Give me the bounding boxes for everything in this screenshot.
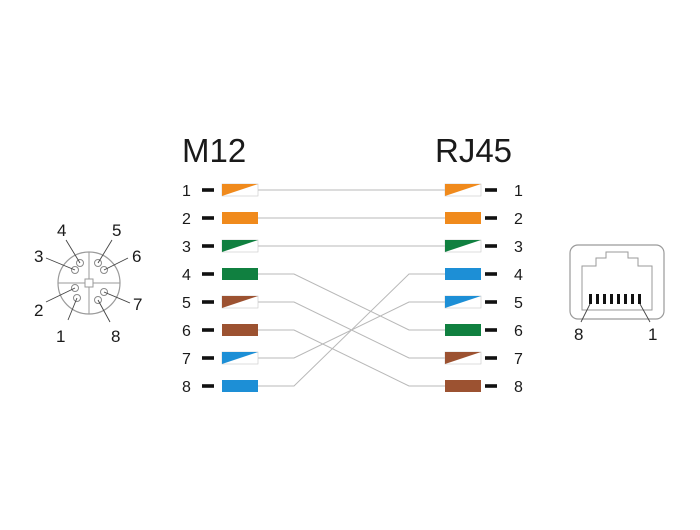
rj45-pin-color-blue xyxy=(445,268,481,280)
rj45-pin-row: 5 xyxy=(444,295,523,312)
m12-pin-row: 1 xyxy=(182,183,259,200)
rj45-pin-tick xyxy=(485,188,497,192)
rj45-pin-tick xyxy=(485,328,497,332)
rj45-pin-tick xyxy=(485,272,497,276)
m12-pin-tick xyxy=(202,216,214,220)
m12-pin-number: 2 xyxy=(182,211,191,228)
m12-face-label-6: 6 xyxy=(132,247,141,266)
m12-face-label-7: 7 xyxy=(133,295,142,314)
rj45-pin-tick xyxy=(485,384,497,388)
rj45-pin-row: 4 xyxy=(445,267,523,284)
m12-pin-color-green xyxy=(222,268,258,280)
rj45-pin-tick xyxy=(485,216,497,220)
rj45-pin-number: 3 xyxy=(514,239,523,256)
rj45-face-label-8: 8 xyxy=(574,325,583,344)
rj45-face-label-1: 1 xyxy=(648,325,657,344)
m12-pin-number: 5 xyxy=(182,295,191,312)
m12-pin-number: 8 xyxy=(182,379,191,396)
rj45-pin-number: 8 xyxy=(514,379,523,396)
m12-pin-tick xyxy=(202,188,214,192)
m12-face-label-4: 4 xyxy=(57,221,66,240)
m12-pin-number: 3 xyxy=(182,239,191,256)
m12-pin-color-blue-white xyxy=(221,351,259,365)
rj45-pin-row: 6 xyxy=(445,323,523,340)
rj45-pin-color-green xyxy=(445,324,481,336)
rj45-pin-color-brown-white xyxy=(444,351,482,365)
rj45-pin-number: 4 xyxy=(514,267,523,284)
rj45-pin-number: 6 xyxy=(514,323,523,340)
rj45-pin-number: 5 xyxy=(514,295,523,312)
m12-title: M12 xyxy=(182,132,246,169)
m12-pin-tick xyxy=(202,328,214,332)
rj45-pin-color-brown xyxy=(445,380,481,392)
m12-face-label-5: 5 xyxy=(112,221,121,240)
m12-pin-row: 7 xyxy=(182,351,259,368)
rj45-socket-icon: 8 1 xyxy=(569,244,665,344)
rj45-pin-number: 7 xyxy=(514,351,523,368)
m12-pin-color-orange xyxy=(222,212,258,224)
rj45-pin-row: 2 xyxy=(445,211,523,228)
wire-8-to-4 xyxy=(258,273,445,387)
rj45-pin-tick xyxy=(485,356,497,360)
m12-pin-color-brown-white xyxy=(221,295,259,309)
m12-pin-number: 7 xyxy=(182,351,191,368)
m12-pin-row: 8 xyxy=(182,379,258,396)
rj45-pin-color-blue-white xyxy=(444,295,482,309)
m12-face-label-8: 8 xyxy=(111,327,120,346)
m12-pin-tick xyxy=(202,300,214,304)
m12-pin-tick xyxy=(202,384,214,388)
m12-face-label-2: 2 xyxy=(34,301,43,320)
rj45-pin-number: 2 xyxy=(514,211,523,228)
rj45-pin-color-green-white xyxy=(444,239,482,253)
m12-pin-row: 6 xyxy=(182,323,258,340)
wires xyxy=(258,189,445,387)
rj45-pin-tick xyxy=(485,244,497,248)
m12-pin-row: 5 xyxy=(182,295,259,312)
rj45-pin-row: 7 xyxy=(444,351,523,368)
m12-pin-number: 1 xyxy=(182,183,191,200)
m12-pin-number: 4 xyxy=(182,267,191,284)
m12-pin-color-green-white xyxy=(221,239,259,253)
rj45-pin-row: 8 xyxy=(445,379,523,396)
m12-pin-list: 1 2 3 4 5 6 7 8 xyxy=(182,183,259,396)
rj45-pin-row: 1 xyxy=(444,183,523,200)
m12-face-label-1: 1 xyxy=(56,327,65,346)
m12-pin-tick xyxy=(202,244,214,248)
rj45-title: RJ45 xyxy=(435,132,512,169)
m12-pin-row: 2 xyxy=(182,211,258,228)
rj45-pin-number: 1 xyxy=(514,183,523,200)
m12-pin-color-blue xyxy=(222,380,258,392)
wire-4-to-6 xyxy=(258,273,445,331)
m12-connector-face-icon: 1 2 3 4 5 6 7 8 xyxy=(34,221,142,346)
m12-pin-tick xyxy=(202,272,214,276)
m12-pin-color-orange-white xyxy=(221,183,259,197)
rj45-pin-list: 1 2 3 4 5 6 7 8 xyxy=(444,183,523,396)
m12-pin-tick xyxy=(202,356,214,360)
rj45-pin-color-orange xyxy=(445,212,481,224)
m12-pin-row: 3 xyxy=(182,239,259,256)
m12-pin-color-brown xyxy=(222,324,258,336)
rj45-pin-row: 3 xyxy=(444,239,523,256)
wire-6-to-8 xyxy=(258,329,445,387)
m12-face-label-3: 3 xyxy=(34,247,43,266)
rj45-pin-color-orange-white xyxy=(444,183,482,197)
rj45-pin-tick xyxy=(485,300,497,304)
m12-pin-number: 6 xyxy=(182,323,191,340)
m12-pin-row: 4 xyxy=(182,267,258,284)
